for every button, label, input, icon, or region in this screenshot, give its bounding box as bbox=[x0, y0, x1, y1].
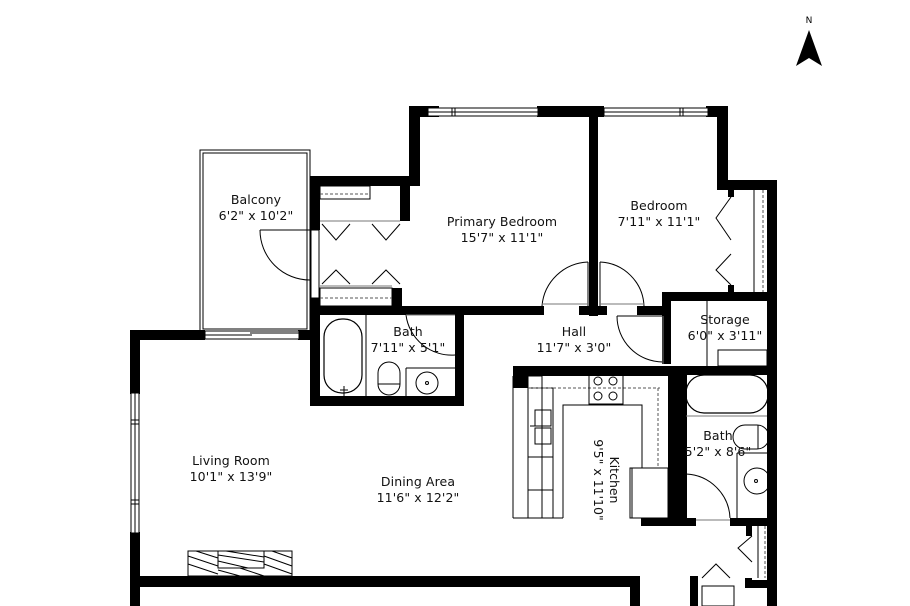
bath2-fixtures bbox=[685, 374, 771, 518]
room-dims: 6'2" x 10'2" bbox=[218, 208, 294, 223]
room-dims: 7'11" x 5'1" bbox=[370, 340, 446, 355]
room-label-bath-2: Bath 5'2" x 8'6" bbox=[685, 428, 752, 460]
room-name: Hall bbox=[561, 324, 587, 339]
room-dims: 11'6" x 12'2" bbox=[376, 490, 460, 505]
kitchen-fixtures bbox=[512, 371, 669, 519]
room-label-primary-bedroom: Primary Bedroom 15'7" x 11'1" bbox=[447, 214, 557, 246]
fireplace bbox=[187, 550, 293, 577]
room-name: Storage bbox=[700, 312, 750, 327]
room-name: Primary Bedroom bbox=[446, 214, 558, 229]
room-label-balcony: Balcony 6'2" x 10'2" bbox=[219, 192, 294, 224]
north-compass: N bbox=[793, 16, 825, 70]
exterior-walls bbox=[130, 106, 777, 606]
room-dims: 15'7" x 11'1" bbox=[460, 230, 544, 245]
room-label-bedroom: Bedroom 7'11" x 11'1" bbox=[618, 198, 701, 230]
room-dims: 10'1" x 13'9" bbox=[189, 469, 273, 484]
room-name: Kitchen bbox=[607, 456, 622, 504]
windows bbox=[130, 107, 709, 534]
room-label-storage: Storage 6'0" x 3'11" bbox=[688, 312, 763, 344]
room-label-kitchen: Kitchen 9'5" x 11'10" bbox=[590, 430, 622, 530]
north-arrow-icon bbox=[796, 30, 822, 66]
bedroom-closet bbox=[715, 190, 764, 292]
hall-closet bbox=[701, 526, 766, 606]
room-name: Balcony bbox=[230, 192, 282, 207]
room-name: Bath bbox=[393, 324, 423, 339]
room-name: Bedroom bbox=[630, 198, 688, 213]
room-dims: 7'11" x 11'1" bbox=[617, 214, 701, 229]
room-dims: 11'7" x 3'0" bbox=[536, 340, 612, 355]
room-dims: 5'2" x 8'6" bbox=[684, 444, 752, 459]
room-name: Living Room bbox=[192, 453, 270, 468]
storage-fixtures bbox=[706, 301, 768, 367]
room-label-living-room: Living Room 10'1" x 13'9" bbox=[190, 453, 273, 485]
room-label-dining-area: Dining Area 11'6" x 12'2" bbox=[377, 474, 460, 506]
room-label-bath-1: Bath 7'11" x 5'1" bbox=[371, 324, 446, 356]
room-dims: 9'5" x 11'10" bbox=[591, 439, 606, 521]
compass-label: N bbox=[805, 16, 813, 26]
room-dims: 6'0" x 3'11" bbox=[687, 328, 763, 343]
primary-closet bbox=[319, 185, 401, 307]
room-label-hall: Hall 11'7" x 3'0" bbox=[537, 324, 612, 356]
room-name: Bath bbox=[703, 428, 733, 443]
room-name: Dining Area bbox=[380, 474, 456, 489]
doors bbox=[259, 229, 731, 521]
bath1-fixtures bbox=[323, 315, 455, 396]
balcony-outline bbox=[199, 149, 311, 333]
